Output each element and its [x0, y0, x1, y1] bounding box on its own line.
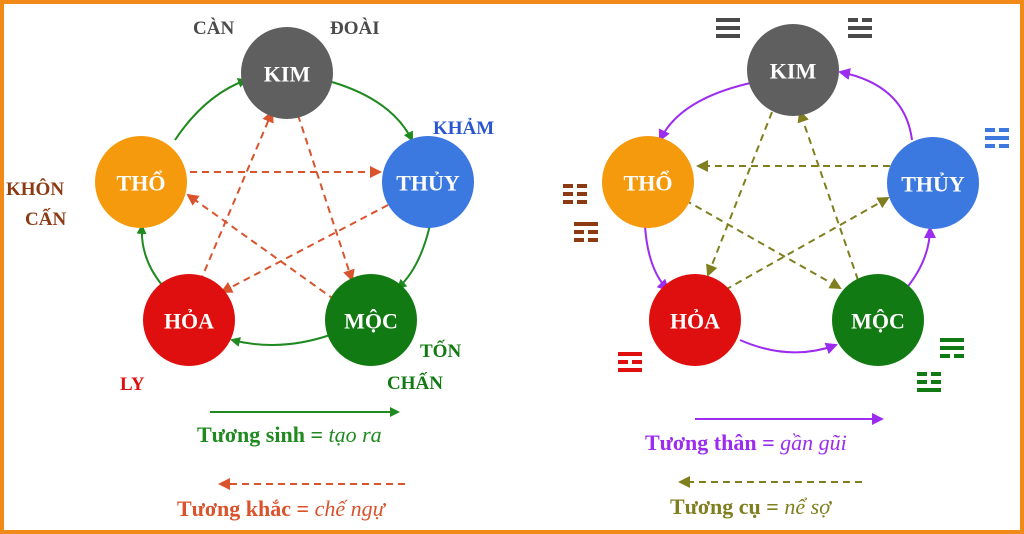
khac-arrow-kim-moc	[297, 114, 355, 282]
cu-arrow-hoa-thuy	[724, 197, 890, 291]
label-khon: KHÔN	[6, 178, 64, 200]
node-kim-left	[241, 27, 333, 119]
trigram-doai-icon	[848, 18, 872, 38]
cu-arrow-moc-kim	[797, 110, 859, 281]
legend-khac: Tương khắc = chế ngự	[177, 496, 387, 521]
label-kham: KHẢM	[433, 118, 494, 139]
khac-arrow-moc-tho	[186, 193, 336, 301]
node-kim-label-right: KIM	[770, 59, 817, 84]
node-moc-label-right: MỘC	[851, 309, 905, 334]
cu-arrow-tho-moc	[684, 199, 842, 289]
sinh-arrow-moc-hoa	[230, 334, 331, 347]
node-tho-left	[95, 136, 187, 228]
than-arrow-moc-thuy	[904, 226, 936, 291]
than-arrow-kim-tho	[658, 81, 756, 142]
node-kim-right	[747, 24, 839, 116]
node-tho-right	[602, 136, 694, 228]
khac-arrow-hoa-kim	[199, 110, 274, 283]
label-can: CÀN	[193, 17, 234, 39]
sinh-arrow-thuy-moc	[396, 224, 431, 290]
trigram-can-icon	[716, 18, 740, 38]
trigram-chan-icon	[917, 372, 941, 392]
trigram-khon-icon	[563, 184, 587, 204]
legend-cu: Tương cụ = nể sợ	[670, 494, 832, 519]
legend-cu-meaning: nể sợ	[784, 494, 832, 519]
node-thuy-label: THỦY	[396, 171, 460, 196]
sinh-arrow-hoa-tho	[136, 224, 163, 286]
node-thuy-left	[382, 136, 474, 228]
sinh-arrow-tho-kim	[174, 78, 248, 141]
label-can-mountain: CẤN	[25, 208, 66, 230]
node-moc-right	[832, 274, 924, 366]
than-arrow-hoa-moc	[739, 339, 838, 355]
label-doai: ĐOÀI	[330, 17, 380, 39]
node-kim-label: KIM	[264, 62, 311, 87]
label-chan: CHẤN	[387, 372, 443, 394]
legend-than-text: Tương thân =	[645, 430, 780, 455]
node-hoa-right	[649, 274, 741, 366]
label-ly: LY	[120, 374, 145, 395]
legend-khac-text: Tương khắc =	[177, 496, 315, 521]
node-hoa-label: HỎA	[164, 309, 214, 334]
left-diagram: KIM THỦY MỘC HỎA THỔ CÀN ĐOÀI KHẢM KHÔN …	[6, 17, 494, 521]
trigram-kham-icon	[985, 128, 1009, 148]
legend-cu-text: Tương cụ =	[670, 494, 784, 519]
node-tho-label-right: THỔ	[624, 171, 673, 196]
legend-khac-meaning: chế ngự	[315, 496, 387, 521]
trigram-ton-icon	[940, 338, 964, 358]
legend-than-meaning: gần gũi	[780, 430, 847, 455]
than-arrow-thuy-kim	[838, 68, 913, 141]
trigram-ly-icon	[618, 352, 642, 372]
khac-arrow-thuy-hoa	[220, 204, 389, 293]
node-thuy-label-right: THỦY	[901, 172, 965, 197]
trigram-can-mountain-icon	[574, 222, 598, 242]
legend-sinh-text: Tương sinh =	[197, 422, 328, 447]
sinh-arrow-kim-thuy	[331, 81, 413, 142]
node-moc-left	[325, 274, 417, 366]
legend-sinh-meaning: tạo ra	[328, 422, 381, 447]
than-arrow-tho-hoa	[644, 225, 670, 292]
legend-than: Tương thân = gần gũi	[645, 430, 847, 455]
node-hoa-label-right: HỎA	[670, 309, 720, 334]
label-ton: TỐN	[420, 340, 461, 362]
legend-sinh: Tương sinh = tạo ra	[197, 422, 382, 447]
node-thuy-right	[887, 137, 979, 229]
cu-arrow-kim-hoa	[706, 111, 773, 277]
node-hoa-left	[143, 274, 235, 366]
right-diagram: KIM THỦY MỘC HỎA THỔ	[563, 18, 1009, 519]
node-moc-label: MỘC	[344, 309, 398, 334]
node-tho-label: THỔ	[117, 171, 166, 196]
